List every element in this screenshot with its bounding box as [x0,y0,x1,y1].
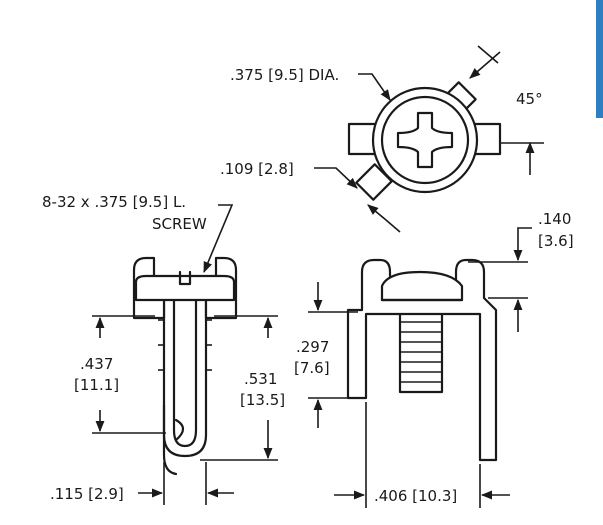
screw-label-line1: 8-32 x .375 [9.5] L. [42,193,186,211]
top-height-inch: .140 [538,210,571,228]
mid-height-mm: [13.5] [240,391,285,409]
screw-label-line2: SCREW [152,215,207,233]
left-height-inch: .437 [80,355,113,373]
mid-height-inch: .531 [244,370,277,388]
edge-accent-bar [596,0,603,118]
dia-label: .375 [9.5] DIA. [230,66,339,84]
side-view [132,256,238,476]
left-height-mm: [11.1] [74,376,119,394]
width-left-label: .115 [2.9] [50,485,124,503]
width-right-label: .406 [10.3] [374,487,457,505]
angle-label: 45° [516,90,543,108]
leg-height-inch: .297 [296,338,329,356]
top-height-mm: [3.6] [538,232,574,250]
front-view [346,258,498,462]
leg-height-mm: [7.6] [294,359,330,377]
top-view [347,81,502,201]
tab-width-label: .109 [2.8] [220,160,294,178]
